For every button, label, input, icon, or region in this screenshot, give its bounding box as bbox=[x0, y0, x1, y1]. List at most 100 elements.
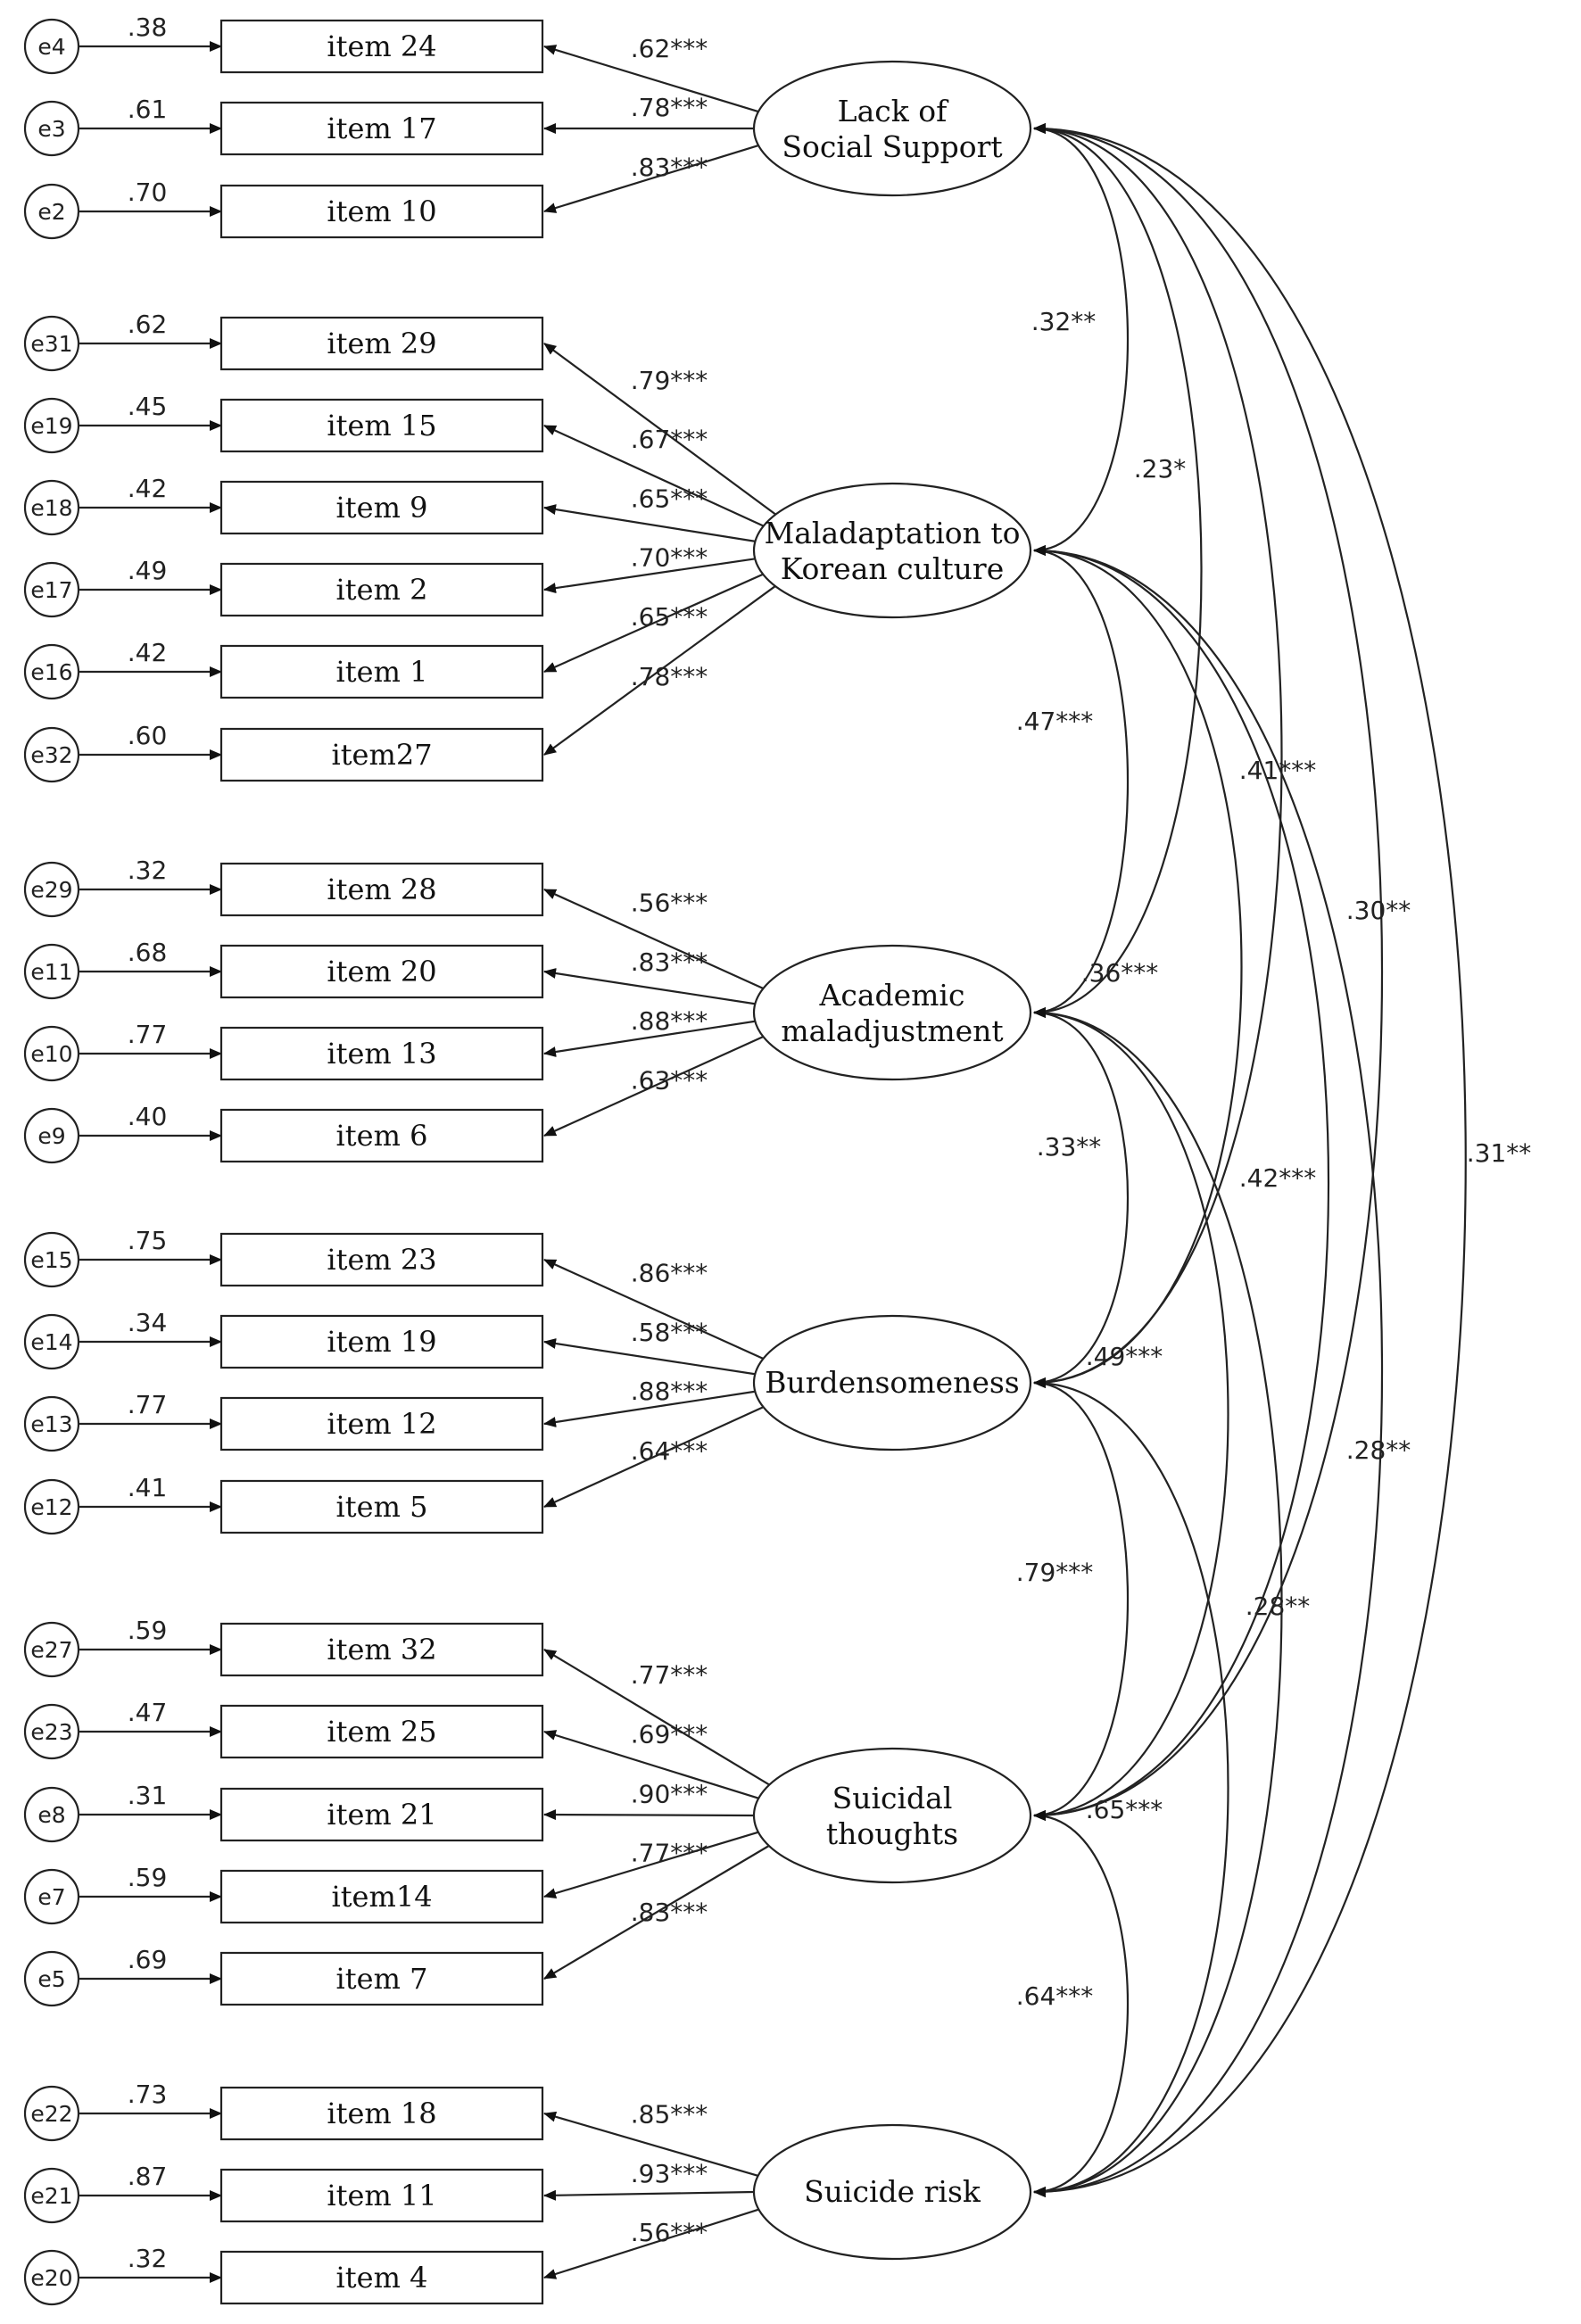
item-box: item 5 bbox=[219, 1479, 544, 1534]
correlation-label: .42*** bbox=[1239, 1163, 1317, 1193]
error-term-e2: e2 bbox=[23, 183, 80, 240]
item-box: item14 bbox=[219, 1869, 544, 1924]
error-circle bbox=[23, 1950, 80, 2007]
correlation-arc bbox=[1033, 1377, 1229, 2197]
r-squared-label: .61 bbox=[128, 95, 168, 124]
item-rect bbox=[219, 1704, 544, 1759]
item-box: item 17 bbox=[219, 101, 544, 156]
correlation-label: .41*** bbox=[1239, 756, 1317, 785]
error-term-e15: e15 bbox=[23, 1231, 80, 1288]
loading-label: .56*** bbox=[631, 889, 708, 918]
loading-label: .78*** bbox=[631, 662, 708, 691]
error-circle bbox=[23, 561, 80, 618]
error-label: e31 bbox=[30, 331, 72, 357]
error-label: e9 bbox=[37, 1123, 65, 1149]
item-label: item 12 bbox=[327, 1407, 436, 1441]
loading-arrow bbox=[543, 968, 765, 1006]
item-box: item 25 bbox=[219, 1704, 544, 1759]
error-label: e29 bbox=[30, 877, 72, 903]
factor-label-line: Suicide risk bbox=[804, 2174, 981, 2209]
error-term-e32: e32 bbox=[23, 726, 80, 783]
error-label: e14 bbox=[30, 1329, 72, 1355]
loading-arrow bbox=[543, 1730, 768, 1802]
loading-label: .83*** bbox=[631, 1898, 708, 1927]
error-circle bbox=[23, 397, 80, 454]
factor-label-line: Burdensomeness bbox=[765, 1365, 1019, 1400]
loading-label: .90*** bbox=[631, 1779, 708, 1808]
loading-label: .78*** bbox=[631, 93, 708, 122]
item-label: item 15 bbox=[327, 409, 436, 442]
item-box: item 10 bbox=[219, 184, 544, 239]
error-label: e17 bbox=[30, 577, 72, 603]
error-term-e23: e23 bbox=[23, 1703, 80, 1760]
correlation-arc bbox=[1033, 123, 1130, 556]
item-box: item 24 bbox=[219, 19, 544, 74]
correlation-layer bbox=[1033, 123, 1467, 2197]
r-squared-label: .41 bbox=[128, 1473, 168, 1502]
error-label: e27 bbox=[30, 1637, 72, 1663]
correlation-label: .33** bbox=[1037, 1132, 1102, 1162]
r-squared-label: .40 bbox=[128, 1102, 168, 1131]
item-box: item 18 bbox=[219, 2086, 544, 2141]
loading-arrow bbox=[543, 2111, 767, 2179]
item-box: item 1 bbox=[219, 644, 544, 699]
item-label: item 6 bbox=[336, 1119, 428, 1153]
item-rect bbox=[219, 101, 544, 156]
error-circle bbox=[23, 861, 80, 918]
correlation-label: .28** bbox=[1346, 1435, 1411, 1465]
loading-label: .86*** bbox=[631, 1259, 708, 1288]
factor-shape bbox=[752, 482, 1032, 619]
loading-arrow bbox=[543, 2205, 768, 2279]
error-term-e10: e10 bbox=[23, 1025, 80, 1082]
error-term-e31: e31 bbox=[23, 315, 80, 372]
error-circle bbox=[23, 1868, 80, 1925]
item-rect bbox=[219, 2168, 544, 2223]
correlation-arc bbox=[1033, 123, 1203, 1018]
loading-label: .77*** bbox=[631, 1660, 708, 1690]
item-box: item 7 bbox=[219, 1951, 544, 2006]
item-label: item 29 bbox=[327, 327, 436, 360]
item-box: item 23 bbox=[219, 1232, 544, 1287]
loading-label: .65*** bbox=[631, 484, 708, 513]
loading-arrow bbox=[543, 1032, 772, 1137]
error-label: e23 bbox=[30, 1719, 72, 1745]
error-circle bbox=[23, 1025, 80, 1082]
error-term-e4: e4 bbox=[23, 18, 80, 75]
item-box: item 20 bbox=[219, 944, 544, 999]
error-label: e4 bbox=[37, 34, 65, 60]
loading-label: .65*** bbox=[631, 602, 708, 632]
item-label: item 25 bbox=[327, 1715, 436, 1749]
r-squared-label: .49 bbox=[128, 556, 168, 585]
correlation-arc bbox=[1033, 123, 1383, 1821]
loading-label: .83*** bbox=[631, 153, 708, 182]
factor-label: Burdensomeness bbox=[765, 1365, 1019, 1400]
error-circle bbox=[23, 2085, 80, 2142]
error-term-e13: e13 bbox=[23, 1395, 80, 1452]
correlation-arc bbox=[1033, 545, 1129, 1018]
correlation-arc bbox=[1033, 1007, 1283, 2197]
item-rect bbox=[219, 316, 544, 371]
correlation-label: .28** bbox=[1246, 1592, 1311, 1621]
r-squared-label: .34 bbox=[128, 1308, 168, 1337]
item-rect bbox=[219, 1396, 544, 1451]
loading-label: .58*** bbox=[631, 1318, 708, 1347]
item-rect bbox=[219, 398, 544, 453]
loading-arrow bbox=[543, 425, 772, 531]
error-label: e13 bbox=[30, 1411, 72, 1437]
correlation-label: .64*** bbox=[1016, 1981, 1094, 2011]
r-squared-label: .73 bbox=[128, 2080, 168, 2109]
r-squared-label: .47 bbox=[128, 1698, 168, 1727]
correlation-arc bbox=[1033, 1007, 1229, 1821]
item-label: item 10 bbox=[327, 194, 436, 228]
correlation-arc bbox=[1033, 1007, 1129, 1388]
item-box: item 2 bbox=[219, 562, 544, 617]
error-label: e15 bbox=[30, 1247, 72, 1273]
item-label: item 11 bbox=[327, 2179, 436, 2212]
loading-arrow bbox=[543, 45, 767, 116]
item-label: item 21 bbox=[327, 1798, 436, 1832]
factor-shape bbox=[752, 2123, 1032, 2261]
r-squared-label: .45 bbox=[128, 392, 168, 421]
error-circle bbox=[23, 183, 80, 240]
factor-ellipse: Burdensomeness bbox=[752, 1314, 1032, 1451]
